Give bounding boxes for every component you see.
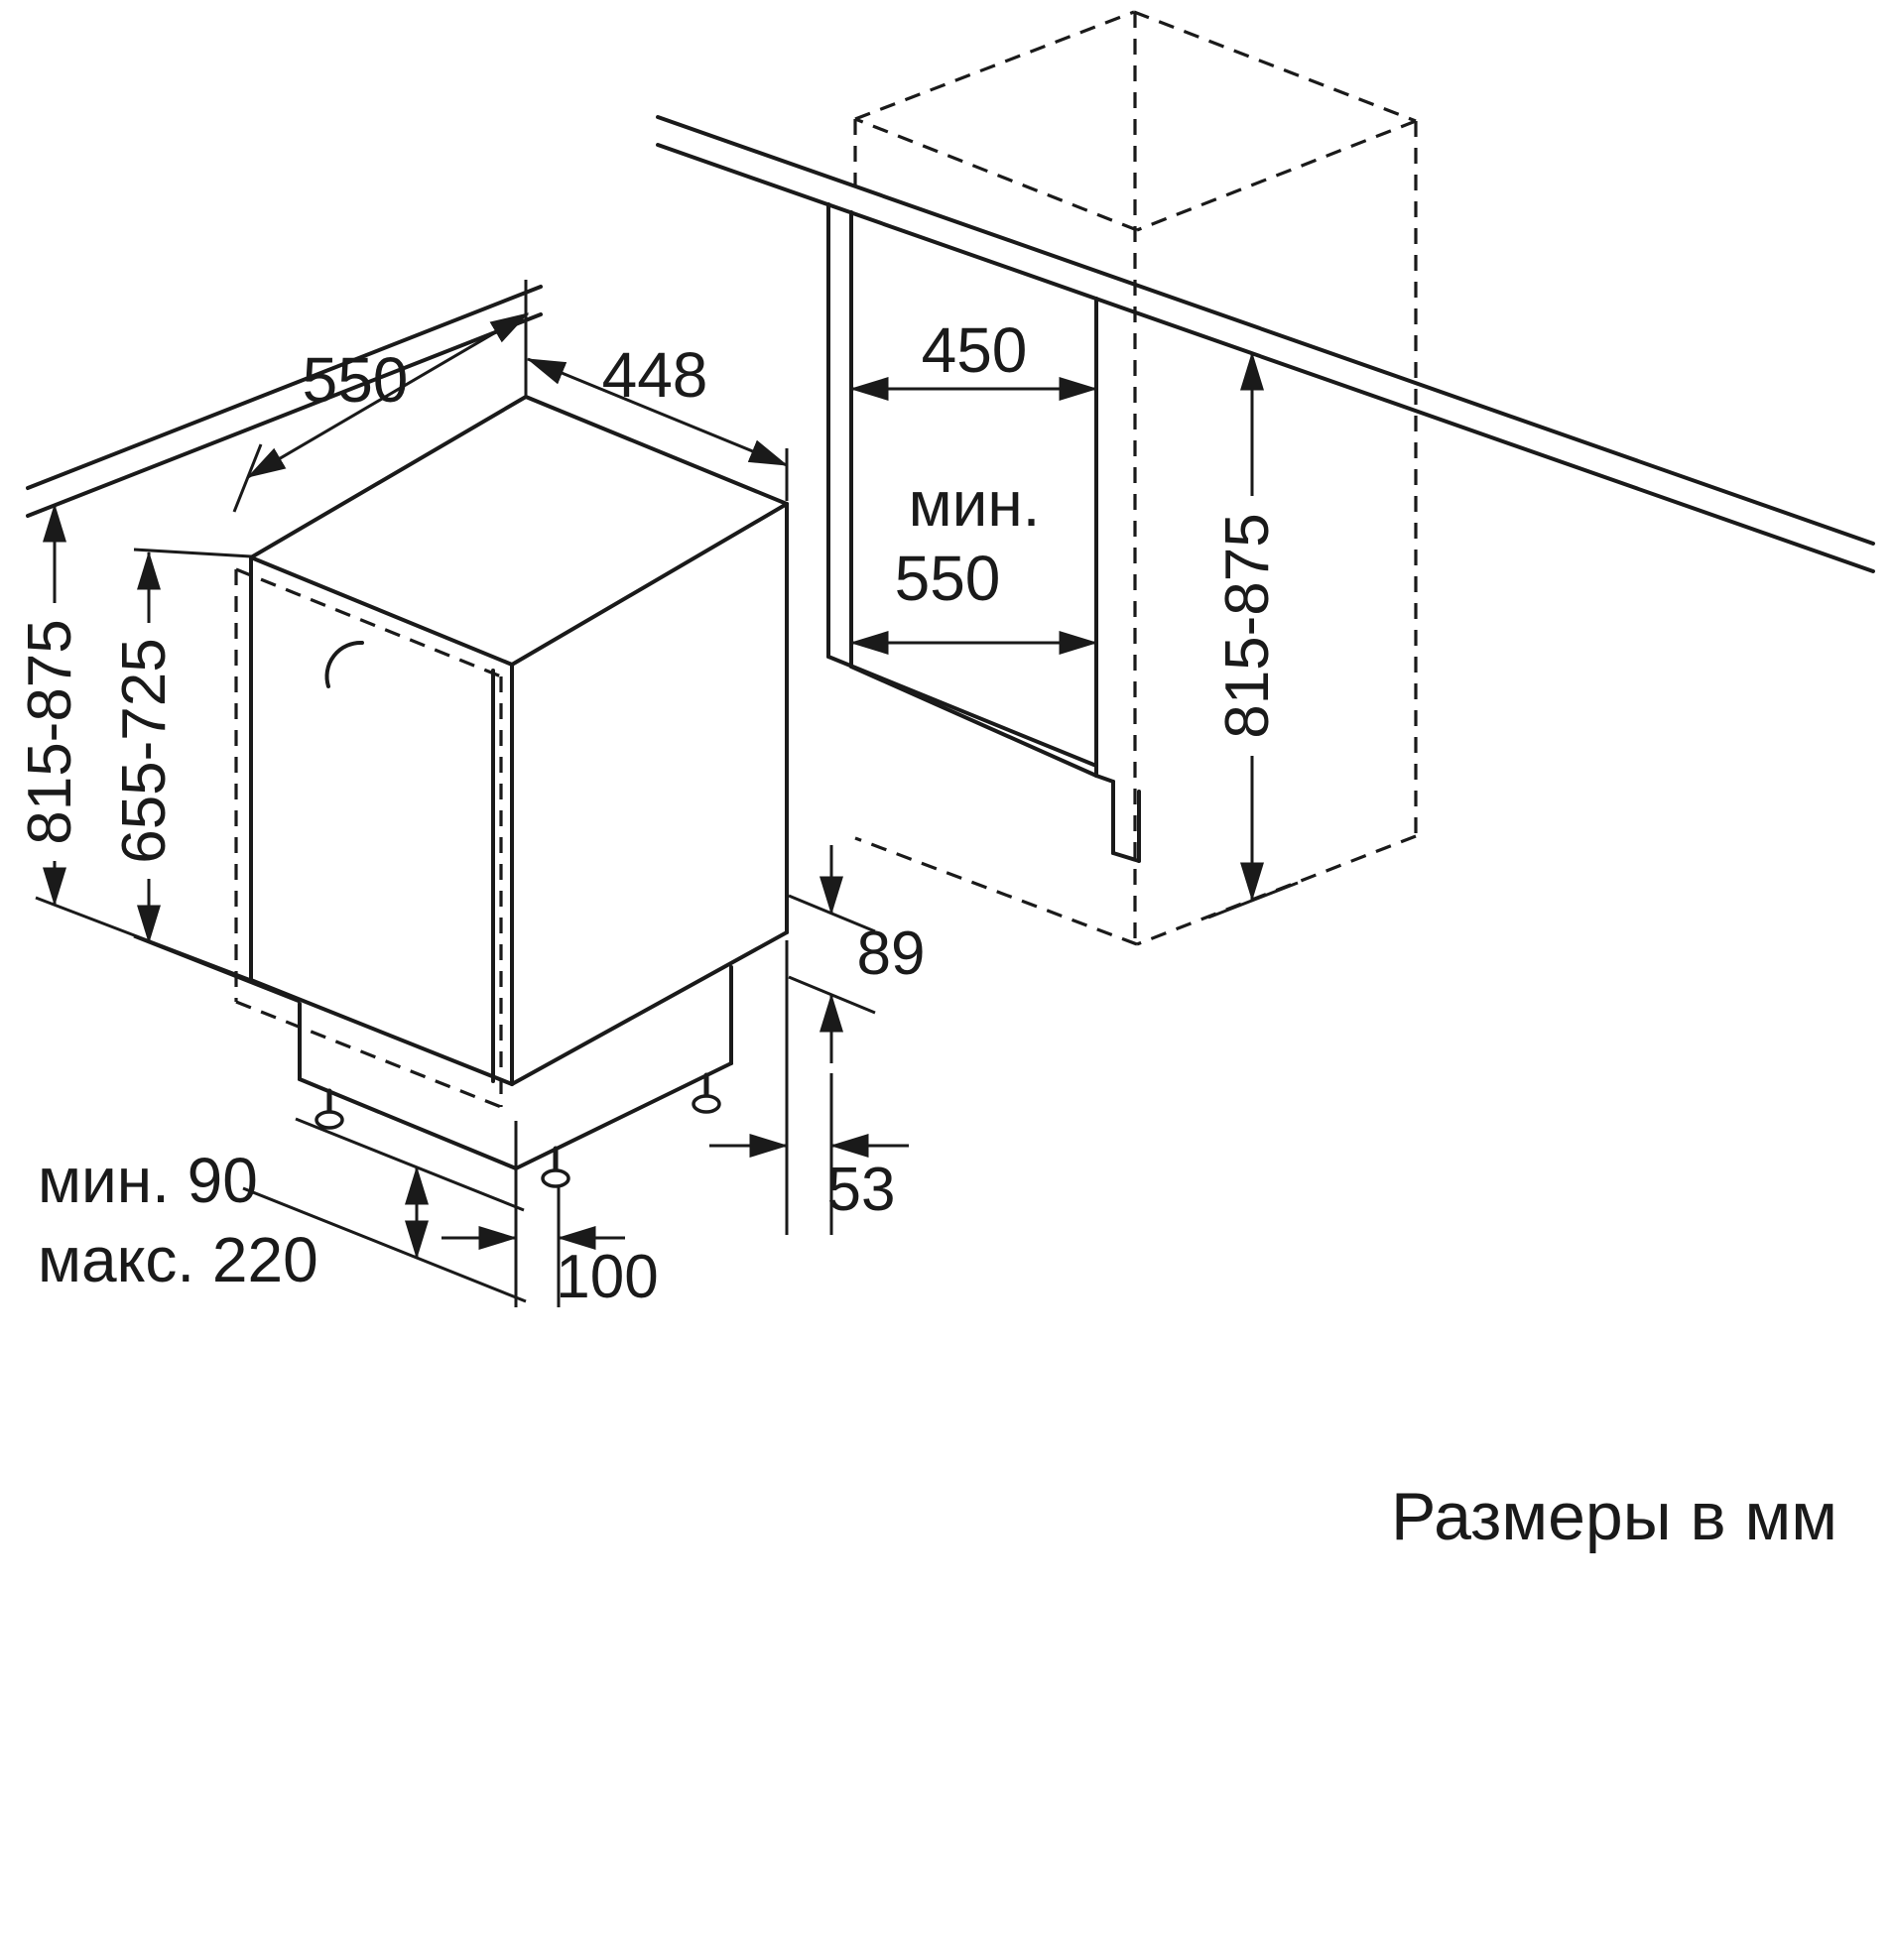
foot-icon	[541, 1168, 570, 1188]
dim-foot-offset	[442, 1121, 625, 1307]
foot-icon	[692, 1094, 721, 1114]
dim-plinth-height-label: 89	[857, 919, 926, 988]
foot-icon	[315, 1110, 344, 1130]
dim-niche-width-label: 450	[922, 314, 1028, 386]
dim-rear-clearance-label: 53	[827, 1156, 896, 1224]
dim-niche-depth-prefix-label: мин.	[909, 468, 1041, 540]
dim-top-width-label: 550	[303, 344, 409, 416]
dimension-lines	[35, 280, 1299, 1307]
dim-base-min-label: мин. 90	[38, 1145, 258, 1216]
dim-rear-clearance	[709, 940, 909, 1235]
dim-front-width-label: 448	[602, 339, 708, 411]
countertop-left	[26, 285, 543, 518]
adjustable-feet	[315, 1072, 721, 1188]
dimension-labels: 550 448 450 мин. 550 815-875 655-725 815…	[16, 314, 1837, 1554]
dishwasher-plinth	[298, 965, 733, 1170]
dim-door-height	[133, 548, 301, 1004]
dim-door-height-label: 655-725	[110, 638, 179, 864]
drawing-dashed-lines	[234, 10, 1418, 1109]
dim-plinth-height	[788, 845, 876, 1063]
dim-niche-height-label: 815-875	[1213, 513, 1282, 739]
dim-top-width	[232, 280, 530, 513]
door-handle-icon	[324, 640, 364, 688]
dim-base-max-label: макс. 220	[38, 1224, 318, 1295]
dim-unit-height-label: 815-875	[16, 619, 84, 845]
dim-niche-depth-value-label: 550	[895, 543, 1001, 614]
dim-base-adjustment	[242, 1117, 527, 1303]
units-caption: Размеры в мм	[1391, 1479, 1837, 1554]
drawing-solid-lines	[26, 115, 1875, 1188]
dishwasher-body	[249, 395, 789, 1086]
dim-foot-offset-label: 100	[556, 1243, 658, 1311]
door-panel-dashed	[234, 567, 503, 1109]
dim-front-width	[526, 357, 789, 501]
dim-niche-height	[1207, 351, 1299, 919]
countertop-right	[656, 115, 1875, 573]
